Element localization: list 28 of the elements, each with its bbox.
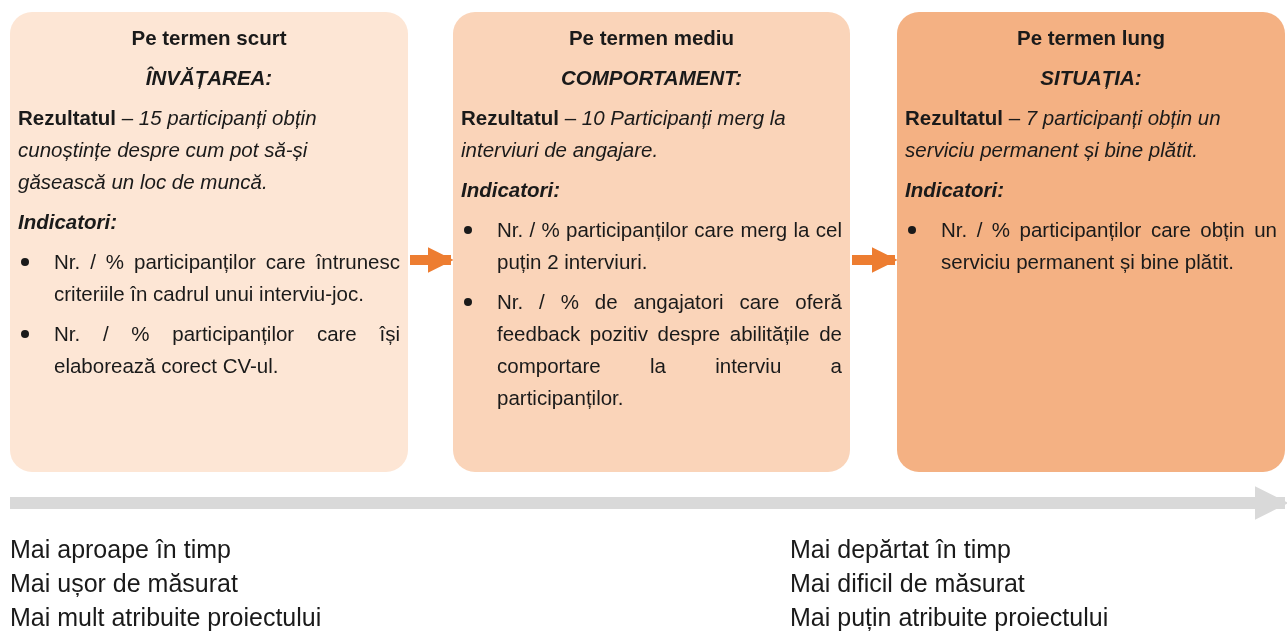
indicator-text: Nr. / % participanților care merg la cel puțin 2 interviuri. (497, 217, 842, 275)
indicator-text: Nr. / % participanților care obțin un serviciu permanent și bine plătit. (941, 217, 1277, 275)
result-text: Rezultatul – 15 participanți obțin cunoștințe despre cum pot să-și găsească un loc de muncă. (18, 105, 318, 195)
result-card (897, 12, 1285, 472)
timeline-note: Mai dificil de măsurat (790, 568, 1025, 598)
result-text: Rezultatul – 10 Participanți merg la interviuri de angajare. (461, 105, 787, 163)
indicators-heading: Indicatori: (461, 177, 562, 203)
level-heading: COMPORTAMENT: (559, 65, 744, 91)
arrow (852, 247, 898, 273)
term-heading: Pe termen mediu (567, 25, 736, 51)
indicator-text: Nr. / % de angajatori care oferă feedback pozitiv despre abilitățile de comportare la interviu a participanților. (497, 289, 842, 411)
result-text: Rezultatul – 7 participanți obțin un serviciu permanent și bine plătit. (905, 105, 1222, 163)
timeline-note: Mai mult atribuite proiectului (10, 602, 322, 632)
result-card (10, 12, 408, 472)
indicator-text: Nr. / % participanților care își elaborează corect CV-ul. (54, 321, 400, 379)
timeline-note: Mai depărtat în timp (790, 534, 1011, 564)
term-heading: Pe termen scurt (130, 25, 288, 51)
result-card (453, 12, 850, 472)
timeline-note: Mai puțin atribuite proiectului (790, 602, 1109, 632)
timeline-note: Mai ușor de măsurat (10, 568, 238, 598)
level-heading: ÎNVĂȚAREA: (144, 65, 274, 91)
timeline-note: Mai aproape în timp (10, 534, 231, 564)
level-heading: SITUAȚIA: (1039, 65, 1143, 91)
indicators-heading: Indicatori: (18, 209, 119, 235)
arrow (410, 247, 454, 273)
term-heading: Pe termen lung (1015, 25, 1167, 51)
indicators-heading: Indicatori: (905, 177, 1006, 203)
indicator-text: Nr. / % participanților care întrunesc criteriile în cadrul unui interviu-joc. (54, 249, 400, 307)
